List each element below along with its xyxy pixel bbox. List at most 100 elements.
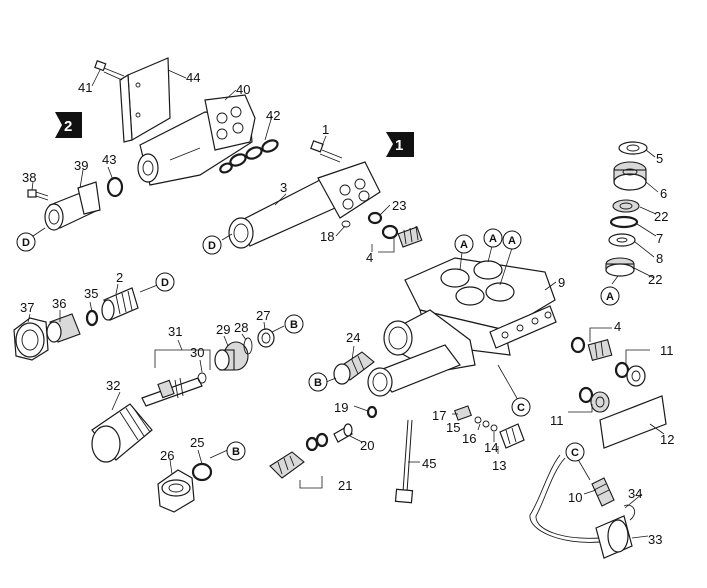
part-oring-19 [366,405,378,419]
leader-lines [27,69,665,539]
part-oring-4b [570,336,586,354]
part-valve-4a [397,225,423,248]
assembly-marker-1-label: 1 [395,137,403,154]
callout-25: 25 [190,435,204,450]
part-oring-23b [381,224,399,240]
part-spindle-31 [141,377,203,407]
svg-text:C: C [571,447,579,459]
svg-text:B: B [290,319,298,331]
svg-text:B: B [232,446,240,458]
callout-4b: 4 [614,319,621,334]
callout-23: 23 [392,198,406,213]
callout-27: 27 [256,308,270,323]
assembly-marker-2: 2 [55,112,82,138]
svg-text:C: C [517,402,525,414]
part-nut-37 [13,317,49,361]
part-spring-17 [454,405,472,421]
callout-labels: 1 2 3 4 4 5 6 7 8 9 10 11 11 12 13 14 15… [20,70,674,547]
callout-11b: 11 [550,413,564,428]
connector-a-2: A [483,228,503,248]
callout-39: 39 [74,158,88,173]
connector-d-2: D [202,235,222,255]
part-ring-22a [612,199,640,213]
connector-c-2: C [565,442,585,462]
connector-d-3: D [155,272,175,292]
part-bracket-44 [119,57,171,143]
part-valve-4b [587,339,613,361]
part-switch-body-33 [595,504,636,559]
part-washer-5 [618,141,648,155]
part-knob-32 [91,403,153,463]
callout-22b: 22 [648,272,662,287]
part-oring-25 [191,462,213,482]
part-ring-16 [482,420,490,428]
svg-text:D: D [22,237,30,249]
callout-38: 38 [22,170,36,185]
callout-26: 26 [160,448,174,463]
callout-42: 42 [266,108,280,123]
part-valve-11b [578,386,610,413]
svg-text:D: D [161,277,169,289]
callout-33: 33 [648,532,662,547]
svg-text:A: A [508,235,516,247]
callout-45: 45 [422,456,436,471]
part-cap-27 [257,328,275,348]
callout-43: 43 [102,152,116,167]
callout-30: 30 [190,345,204,360]
part-ring-30 [197,372,207,384]
callout-28: 28 [234,320,248,335]
callout-29: 29 [216,322,230,337]
callout-9: 9 [558,275,565,290]
connector-c-1: C [511,397,531,417]
callout-22a: 22 [654,209,668,224]
part-washer-8 [608,233,636,247]
part-sleeve-36 [46,313,81,343]
part-pin-20 [333,423,353,443]
svg-text:D: D [208,240,216,252]
part-valve-11a [614,361,646,387]
part-ring-28 [243,337,253,355]
svg-text:A: A [606,291,614,303]
callout-41: 41 [78,80,92,95]
part-oring-35 [85,309,99,327]
part-housing-40 [137,94,256,186]
part-oring-23 [367,211,383,225]
part-seals-42 [219,139,279,174]
connector-b-3: B [308,372,328,392]
callout-6: 6 [660,186,667,201]
part-screw-38 [27,189,49,201]
part-plate-12 [599,395,667,449]
callout-31: 31 [168,324,182,339]
callout-40: 40 [236,82,250,97]
callout-2: 2 [116,270,123,285]
svg-text:A: A [460,239,468,251]
assembly-marker-1: 1 [386,132,414,157]
callout-7: 7 [656,231,663,246]
svg-text:B: B [314,377,322,389]
callout-14: 14 [484,440,498,455]
callout-37: 37 [20,300,34,315]
part-plug-26 [157,469,195,513]
callout-1: 1 [322,122,329,137]
part-ring-14 [490,424,498,432]
callout-4a: 4 [366,250,373,265]
part-manifold-tube [367,309,476,397]
callout-8: 8 [656,251,663,266]
part-valve-24 [333,351,375,385]
callout-11a: 11 [660,343,674,358]
callout-13: 13 [492,458,506,473]
callout-3: 3 [280,180,287,195]
part-oring-7 [609,215,639,229]
callout-18: 18 [320,229,334,244]
part-seal-6 [613,161,647,191]
part-ring-22b [605,257,635,277]
part-screw-41 [94,60,125,81]
part-tube-3 [228,161,381,249]
callout-34: 34 [628,486,642,501]
callout-5: 5 [656,151,663,166]
connector-b-2: B [226,441,246,461]
part-bolt-45 [394,419,414,504]
svg-text:A: A [489,233,497,245]
part-fitting-13 [499,423,525,449]
